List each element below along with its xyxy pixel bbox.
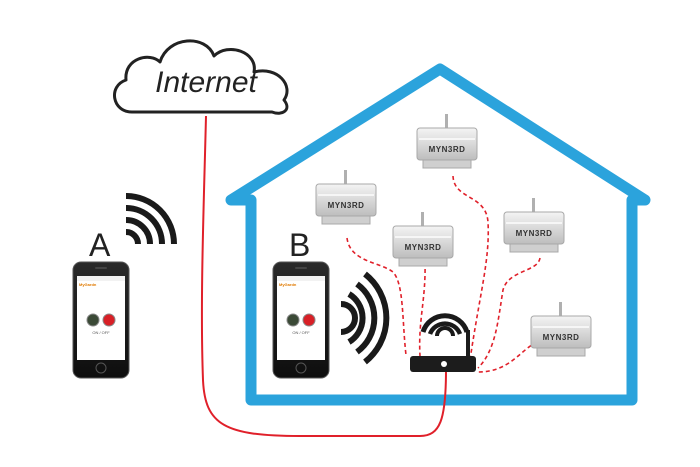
sensor-device-4: MYN3RD xyxy=(503,197,565,253)
router xyxy=(410,330,476,372)
phone-a-status: ON / OFF xyxy=(92,330,110,335)
sensor-device-1: MYN3RD xyxy=(315,169,377,225)
smartphone-icon xyxy=(72,261,130,379)
device-brand-label: MYN3RD xyxy=(543,333,580,342)
device-brand-label: MYN3RD xyxy=(328,201,365,210)
phone-b: B MyGardn ON / OFF xyxy=(272,227,390,379)
sensor-device-2: MYN3RD xyxy=(392,211,454,267)
internet-cloud: Internet xyxy=(113,39,289,115)
device-brand-label: MYN3RD xyxy=(405,243,442,252)
sensor-device-3: MYN3RD xyxy=(416,113,478,169)
smartphone-icon xyxy=(272,261,330,379)
phone-a: A MyGardn ON / OFF xyxy=(72,193,177,379)
phone-b-status: ON / OFF xyxy=(292,330,310,335)
device-brand-label: MYN3RD xyxy=(429,145,466,154)
sensor-device-5: MYN3RD xyxy=(530,301,592,357)
phone-b-letter: B xyxy=(289,227,310,263)
device-brand-label: MYN3RD xyxy=(516,229,553,238)
phone-b-wifi-icon xyxy=(340,271,390,365)
cloud-icon xyxy=(113,39,289,115)
phone-b-app-name: MyGardn xyxy=(279,282,297,287)
cloud-label: Internet xyxy=(155,66,258,99)
router-wifi-icon xyxy=(420,313,470,337)
phone-a-letter: A xyxy=(89,227,111,263)
phone-a-wifi-icon xyxy=(125,193,177,245)
internet-cable xyxy=(200,115,447,437)
device-connections xyxy=(346,175,541,373)
phone-a-app-name: MyGardn xyxy=(79,282,97,287)
